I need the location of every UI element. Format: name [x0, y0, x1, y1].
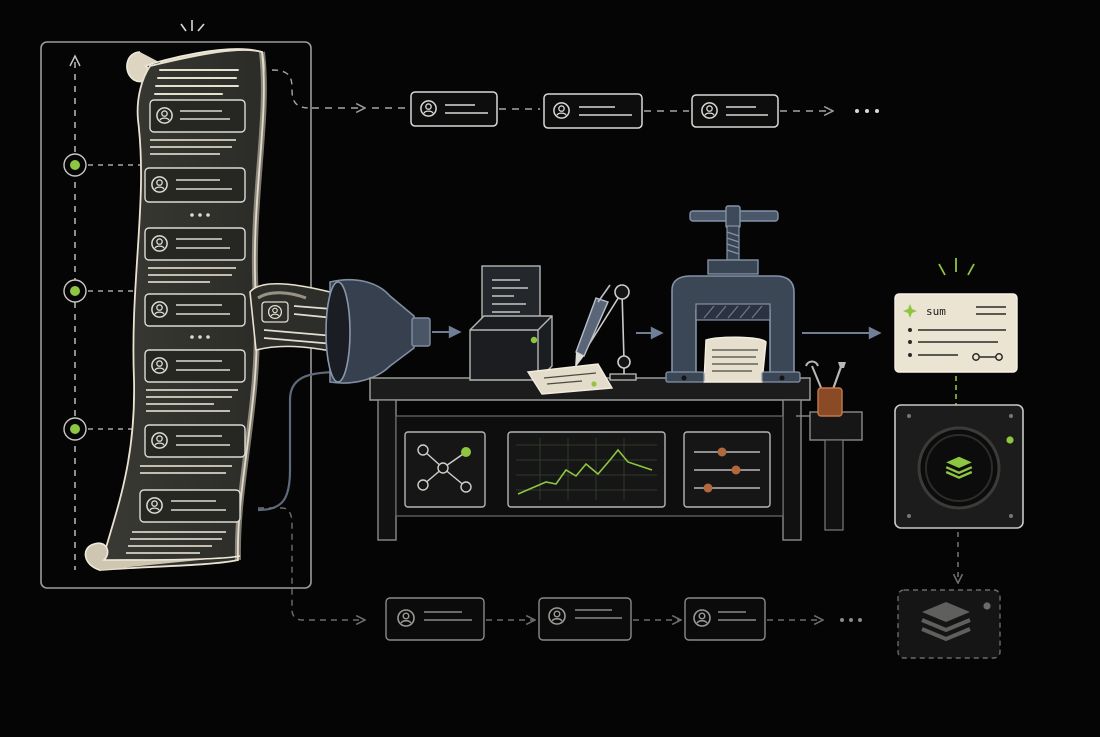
sparkle-icon [903, 304, 917, 318]
top-message-flow [271, 69, 879, 129]
scroll-to-funnel-cable [257, 370, 341, 512]
ellipsis-icon [190, 335, 210, 339]
message-card [691, 94, 779, 128]
scroll-message-card [144, 293, 246, 327]
summary-spark-icon [938, 258, 975, 276]
extracted-message-strip [249, 282, 337, 353]
scroll-message-card [144, 167, 246, 203]
scroll-message-card [149, 99, 246, 133]
memory-store [894, 404, 1024, 529]
pen-icon [575, 284, 611, 368]
message-card [543, 93, 643, 129]
scroll-message-card [144, 349, 246, 383]
message-card [385, 597, 485, 641]
scroll-message-card [139, 489, 241, 523]
graph-panel [404, 431, 486, 508]
input-box [469, 265, 553, 381]
workbench [369, 377, 863, 541]
timeline-marker [63, 153, 140, 177]
ellipsis-icon [855, 109, 879, 113]
message-card [538, 597, 632, 641]
timeline-marker [63, 279, 140, 303]
tool-cup-icon [805, 360, 846, 417]
conversation-history-frame [40, 41, 312, 589]
scroll-message-card [144, 227, 246, 261]
writing-arm [526, 284, 637, 395]
spark-icon [180, 20, 205, 32]
slider-panel [683, 431, 771, 508]
ellipsis-icon [840, 618, 862, 622]
ellipsis-icon [190, 213, 210, 217]
bottom-message-flow [258, 507, 862, 641]
line-chart-panel [507, 431, 666, 508]
summary-card: sum [894, 293, 1018, 373]
connector-icon [972, 353, 1003, 361]
timeline-marker [63, 417, 140, 441]
funnel [325, 278, 462, 384]
scroll-message-card [144, 424, 246, 458]
strip-person-icon [261, 301, 289, 323]
message-card [410, 91, 498, 127]
compression-press [665, 205, 801, 383]
archived-memory [897, 589, 1001, 659]
summary-label: sum [926, 305, 946, 318]
message-card [684, 597, 766, 641]
message-scroll [84, 48, 267, 571]
